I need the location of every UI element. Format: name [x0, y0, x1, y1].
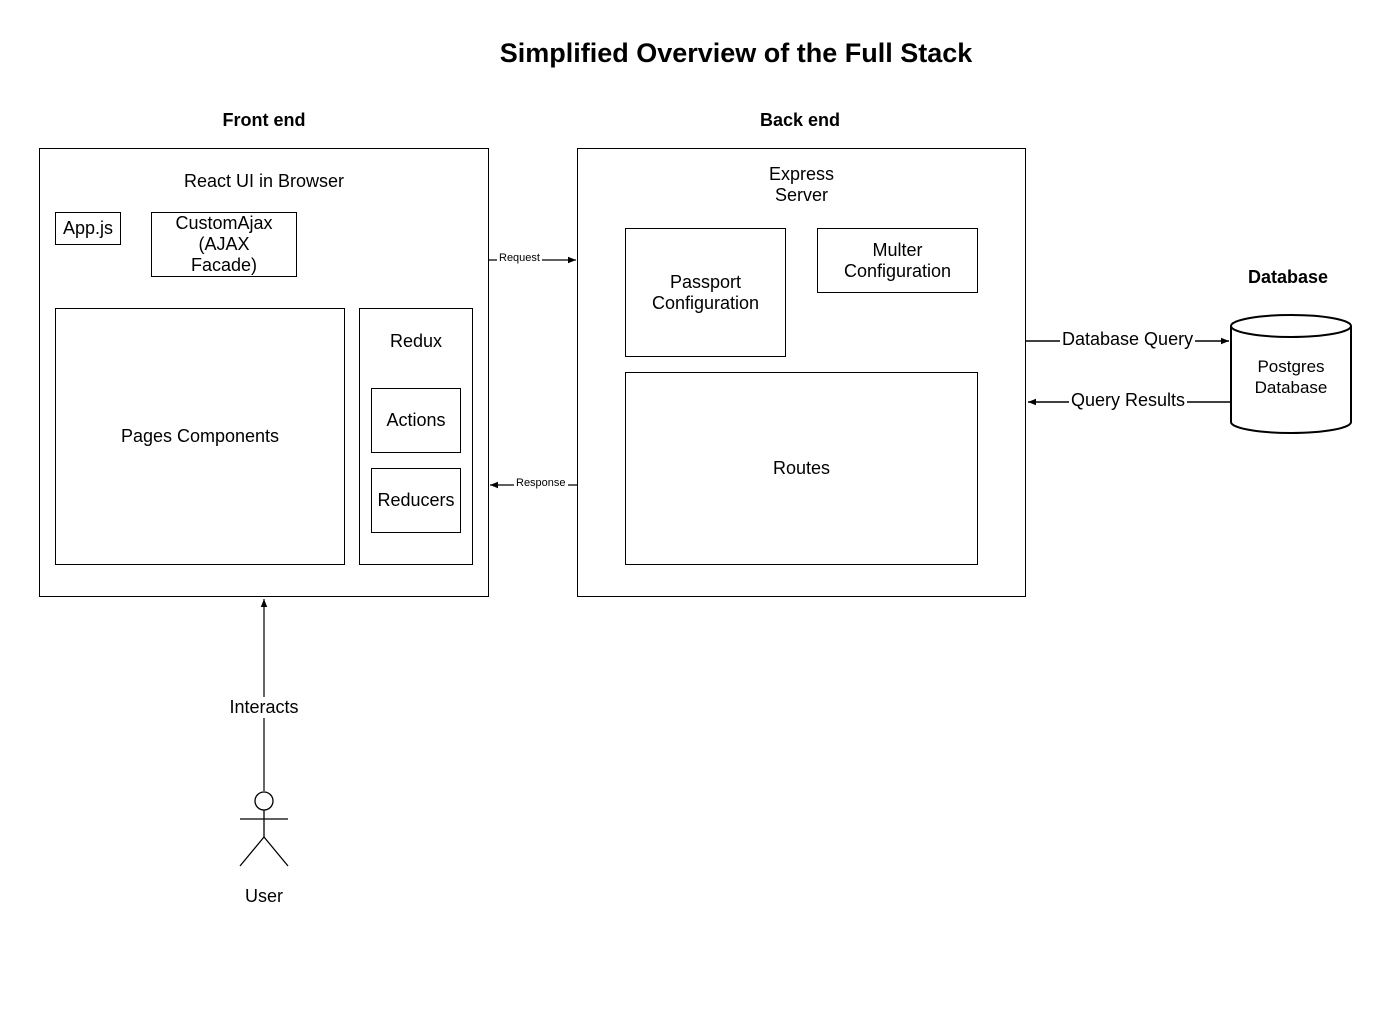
backend-heading: Back end [759, 110, 841, 130]
database-heading: Database [1247, 267, 1329, 287]
customajax-box: CustomAjax (AJAX Facade) [151, 212, 297, 277]
frontend-container-label: React UI in Browser [183, 171, 345, 191]
appjs-box: App.js [55, 212, 121, 245]
user-label: User [244, 886, 283, 906]
database-cylinder-icon [1230, 314, 1352, 434]
diagram-title: Simplified Overview of the Full Stack [499, 38, 973, 68]
user-actor-icon [239, 791, 289, 867]
passport-box: Passport Configuration [625, 228, 786, 357]
actions-box: Actions [371, 388, 461, 453]
db-query-label: Database Query [1060, 329, 1196, 350]
query-results-label: Query Results [1069, 390, 1188, 411]
reducers-box: Reducers [371, 468, 461, 533]
redux-label: Redux [389, 331, 443, 351]
multer-box: Multer Configuration [817, 228, 978, 293]
frontend-heading: Front end [222, 110, 306, 130]
pages-components-box: Pages Components [55, 308, 345, 565]
response-label: Response [514, 477, 568, 489]
backend-container-label: Express Server [768, 164, 835, 205]
interacts-label: Interacts [214, 697, 314, 718]
postgres-label: Postgres Database [1254, 357, 1328, 397]
request-label: Request [497, 252, 542, 264]
routes-box: Routes [625, 372, 978, 565]
